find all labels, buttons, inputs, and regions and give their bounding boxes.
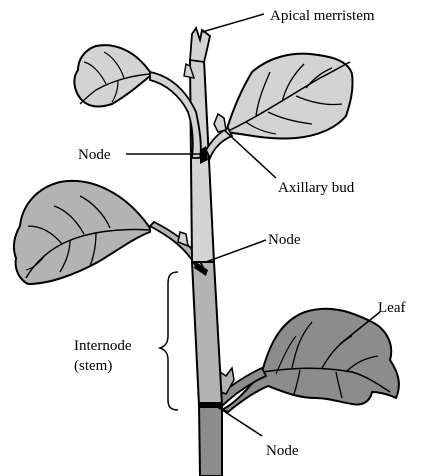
internode-brace (160, 272, 178, 410)
label-internode: Internode (74, 338, 132, 354)
leaf-upper-left (74, 45, 150, 106)
leaf-lower-right (222, 309, 399, 412)
lower-stem (199, 405, 222, 476)
leaf-upper-right (226, 54, 353, 139)
middle-stem (192, 262, 222, 405)
label-apical-meristem: Apical merristem (270, 8, 375, 24)
leader-apical-meristem (202, 14, 264, 32)
label-leaf: Leaf (378, 300, 405, 316)
label-axillary-bud: Axillary bud (278, 180, 355, 196)
label-node-upper: Node (78, 147, 111, 163)
leader-node-middle (206, 240, 266, 262)
label-internode-stem: (stem) (74, 358, 112, 374)
label-node-middle: Node (268, 232, 301, 248)
label-node-lower: Node (266, 443, 299, 459)
leaf-middle-left (14, 181, 150, 284)
apical-meristem-tip (190, 28, 210, 62)
upper-axillary-bud (214, 114, 226, 132)
